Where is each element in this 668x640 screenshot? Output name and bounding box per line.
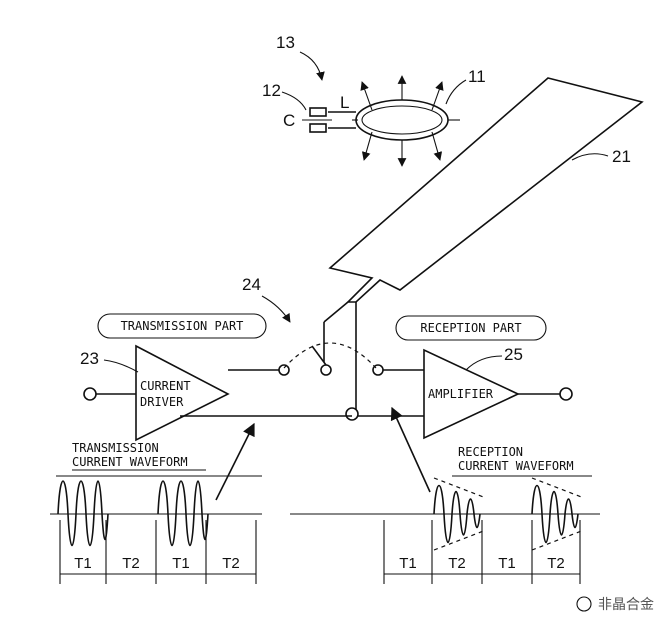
tx-waveform-title-2: CURRENT WAVEFORM bbox=[72, 455, 188, 469]
ref-12: 12 bbox=[262, 81, 281, 100]
current-driver: CURRENT DRIVER bbox=[135, 344, 230, 442]
tx-t1-a: T1 bbox=[74, 555, 92, 572]
transmission-part-text: TRANSMISSION PART bbox=[121, 319, 244, 333]
tx-t2-a: T2 bbox=[122, 555, 140, 572]
tr-switch bbox=[278, 342, 384, 421]
watermark-text: 非晶合金 bbox=[598, 597, 654, 613]
tx-burst-2 bbox=[157, 480, 209, 547]
rx-t1-a: T1 bbox=[399, 555, 417, 572]
amplifier: AMPLIFIER bbox=[423, 348, 520, 440]
tx-t1-b: T1 bbox=[172, 555, 190, 572]
watermark: 非晶合金 bbox=[576, 596, 654, 613]
driver-label-1: CURRENT bbox=[140, 379, 191, 393]
driver-label-2: DRIVER bbox=[140, 395, 184, 409]
reception-part-label: RECEPTION PART bbox=[395, 315, 547, 341]
inductor-label: L bbox=[340, 93, 349, 112]
ref-25: 25 bbox=[504, 345, 523, 364]
rx-t2-a: T2 bbox=[448, 555, 466, 572]
tx-timing: T1 T2 T1 T2 bbox=[59, 520, 257, 584]
rx-burst-1 bbox=[433, 484, 481, 543]
rx-waveform-title-2: CURRENT WAVEFORM bbox=[458, 459, 574, 473]
rx-waveform-title-1: RECEPTION bbox=[458, 445, 523, 459]
tx-burst-1 bbox=[57, 480, 109, 547]
capacitor-label: C bbox=[283, 111, 295, 130]
reception-part-text: RECEPTION PART bbox=[420, 321, 521, 335]
ref-11: 11 bbox=[468, 67, 486, 86]
tx-t2-b: T2 bbox=[222, 555, 240, 572]
rx-timing: T1 T2 T1 T2 bbox=[383, 520, 581, 584]
tx-waveform-title-1: TRANSMISSION bbox=[72, 441, 159, 455]
amplifier-text: AMPLIFIER bbox=[428, 387, 494, 401]
resonant-coil bbox=[352, 75, 460, 167]
ref-23: 23 bbox=[80, 349, 99, 368]
capacitor bbox=[302, 107, 356, 133]
rx-burst-2 bbox=[531, 484, 579, 543]
ref-21: 21 bbox=[612, 147, 631, 166]
rx-t1-b: T1 bbox=[498, 555, 516, 572]
antenna-plate bbox=[328, 77, 644, 303]
transmission-part-label: TRANSMISSION PART bbox=[97, 313, 267, 339]
ref-13: 13 bbox=[276, 33, 295, 52]
rx-t2-b: T2 bbox=[547, 555, 565, 572]
ref-24: 24 bbox=[242, 275, 261, 294]
